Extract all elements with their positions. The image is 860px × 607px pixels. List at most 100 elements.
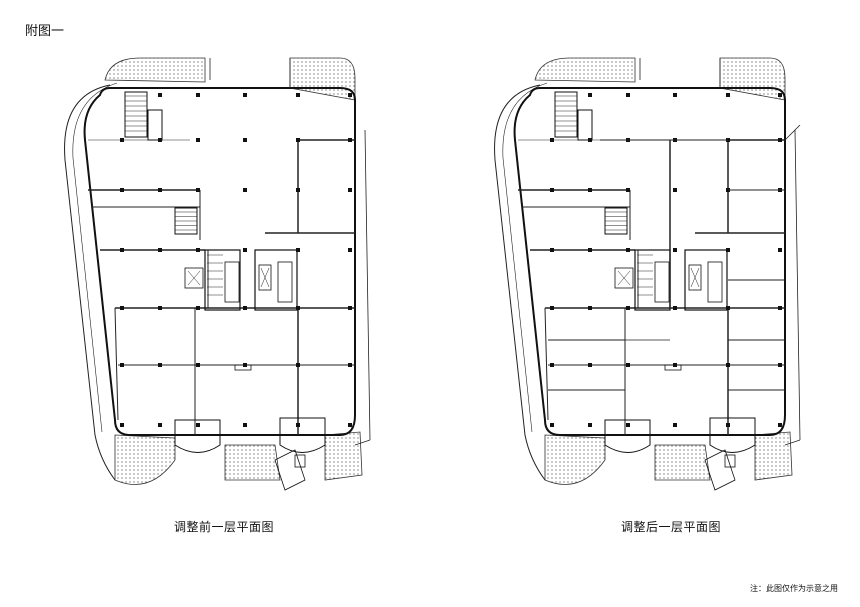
landscape-area: [754, 431, 793, 481]
site-boundary: [502, 82, 548, 433]
column: [348, 138, 352, 142]
column: [726, 93, 730, 97]
core: [684, 249, 728, 311]
entrance: [709, 417, 756, 453]
figure-label: 附图一: [25, 24, 65, 39]
column: [243, 423, 247, 427]
column: [243, 93, 247, 97]
column: [778, 248, 782, 252]
column: [243, 138, 247, 142]
site-boundary: [72, 82, 118, 433]
stair: [124, 91, 148, 138]
column: [673, 306, 677, 310]
column: [243, 363, 247, 367]
landscape-area: [544, 434, 606, 485]
cross: [617, 270, 631, 286]
landscape-area: [224, 444, 281, 481]
column: [626, 93, 630, 97]
column: [196, 363, 200, 367]
building-outline: [513, 87, 786, 436]
landscape-area: [324, 431, 363, 481]
entrance: [174, 419, 221, 453]
column: [348, 93, 352, 97]
column: [120, 363, 124, 367]
column: [158, 138, 162, 142]
column: [673, 363, 677, 367]
column: [588, 188, 592, 192]
toilet: [184, 267, 204, 289]
column: [348, 306, 352, 310]
site-line: [784, 439, 801, 446]
column: [296, 423, 300, 427]
landscape-area: [104, 57, 206, 83]
column: [196, 93, 200, 97]
landscape-area: [719, 57, 786, 101]
column: [726, 306, 730, 310]
lift: [258, 264, 272, 291]
column: [296, 363, 300, 367]
column: [348, 363, 352, 367]
lift: [688, 264, 702, 291]
column: [726, 363, 730, 367]
column: [348, 188, 352, 192]
column: [778, 363, 782, 367]
cross: [260, 267, 270, 288]
column: [296, 93, 300, 97]
landscape-area: [654, 444, 711, 481]
column: [158, 423, 162, 427]
toilet: [277, 261, 293, 303]
column: [726, 423, 730, 427]
lift: [577, 109, 593, 141]
stair: [554, 91, 578, 138]
floor-plan-before: [64, 57, 371, 491]
column: [778, 93, 782, 97]
core: [634, 249, 671, 311]
column: [296, 138, 300, 142]
lift: [224, 261, 240, 303]
cross: [187, 270, 201, 286]
caption-before: 调整前一层平面图: [174, 520, 275, 534]
door-canopy: [704, 449, 736, 491]
column: [726, 248, 730, 252]
column: [588, 93, 592, 97]
wall: [114, 307, 119, 421]
column: [550, 188, 554, 192]
site-line: [784, 124, 801, 141]
column: [158, 248, 162, 252]
site-line: [794, 129, 801, 441]
column: [626, 188, 630, 192]
column: [120, 423, 124, 427]
planter: [294, 454, 306, 468]
column: [778, 423, 782, 427]
lift: [147, 109, 163, 141]
column: [158, 188, 162, 192]
site-boundary: [64, 84, 116, 481]
column: [550, 138, 554, 142]
column: [158, 93, 162, 97]
toilet: [707, 261, 723, 303]
landscape-area: [114, 434, 176, 485]
column: [296, 248, 300, 252]
column: [196, 423, 200, 427]
column: [550, 306, 554, 310]
column: [778, 138, 782, 142]
landscape-area: [534, 57, 636, 83]
column: [120, 248, 124, 252]
column: [243, 188, 247, 192]
column: [673, 93, 677, 97]
lift: [654, 261, 670, 303]
column: [296, 188, 300, 192]
cross: [690, 267, 700, 288]
floor-plan-after: [494, 57, 801, 491]
column: [778, 306, 782, 310]
column: [550, 363, 554, 367]
column: [120, 138, 124, 142]
column: [243, 306, 247, 310]
column: [348, 248, 352, 252]
column: [550, 248, 554, 252]
landscape-area: [289, 57, 356, 101]
column: [588, 363, 592, 367]
column: [673, 248, 677, 252]
column: [243, 248, 247, 252]
entrance: [604, 419, 651, 453]
